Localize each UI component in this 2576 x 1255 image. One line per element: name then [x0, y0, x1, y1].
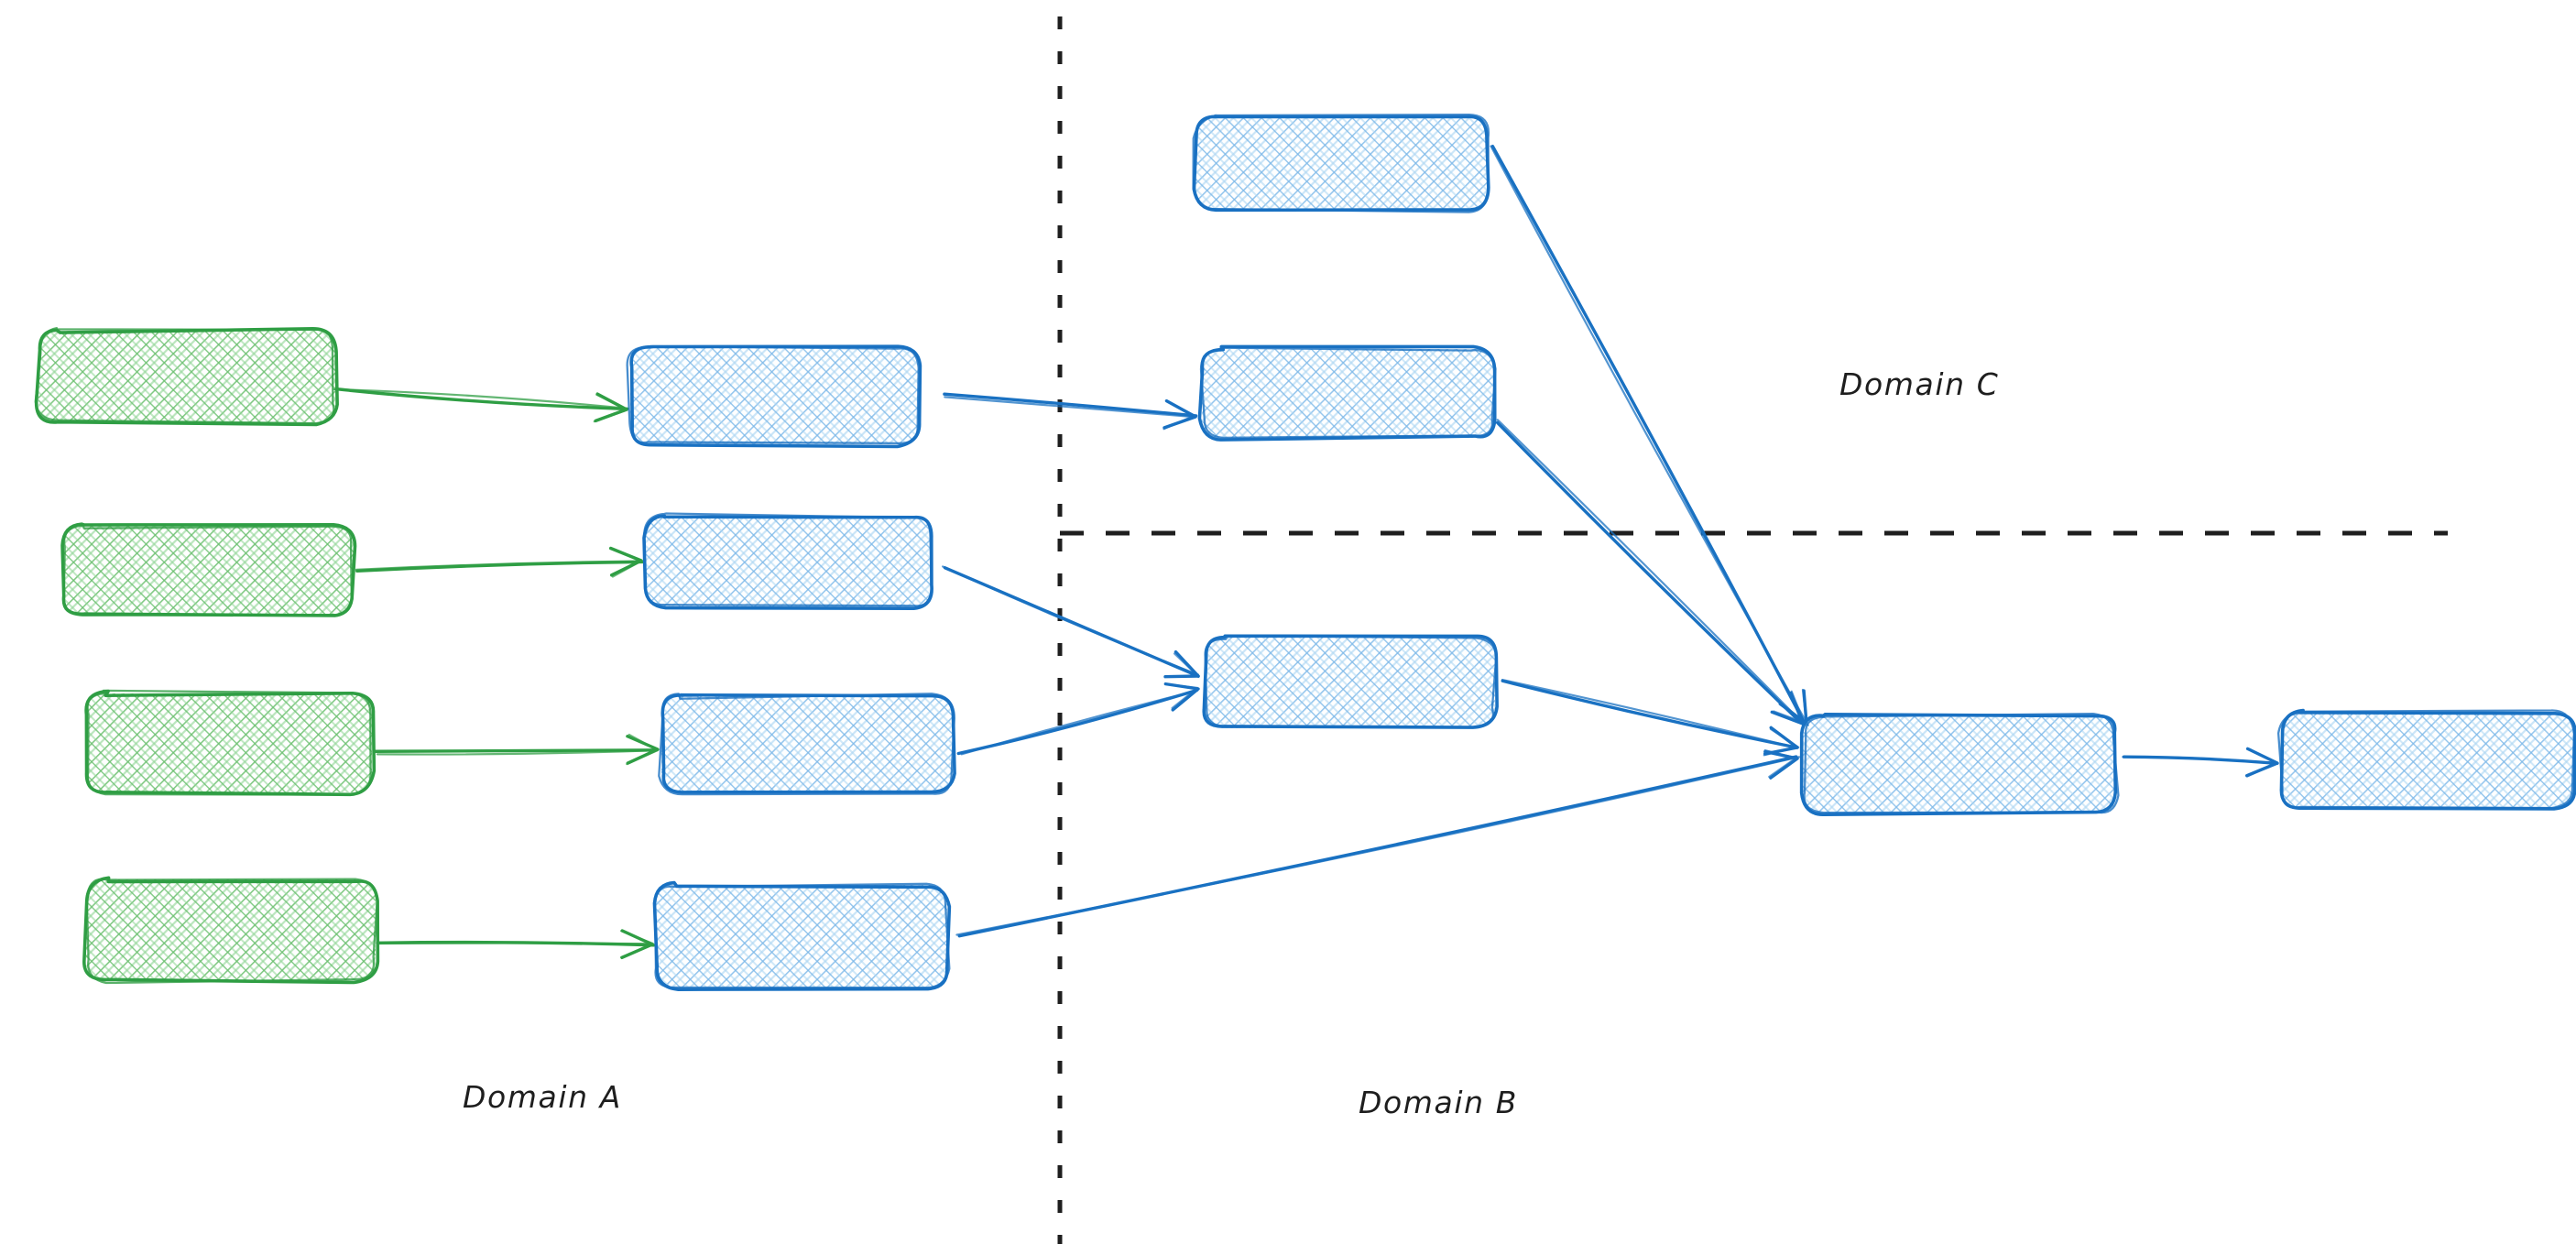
divider-layer [1057, 16, 2448, 1244]
process-node-4[interactable] [652, 880, 952, 991]
process-node-3[interactable] [658, 693, 956, 796]
aggregate-node[interactable] [1799, 713, 2120, 816]
domain-b-label: Domain B [1359, 1085, 1518, 1120]
edge-layer [333, 144, 2279, 960]
domain-a-label: Domain A [463, 1079, 622, 1115]
edge-c1-c2 [2122, 747, 2279, 778]
domain-c-label: Domain C [1839, 366, 2000, 402]
edge-b3-c1 [1501, 679, 1800, 757]
edge-p3-b3 [956, 682, 1200, 756]
source-node-2[interactable] [60, 522, 357, 617]
edge-a1-p1 [333, 387, 629, 423]
domain-b-node-3[interactable] [1202, 634, 1499, 729]
edge-a4-p4 [376, 929, 656, 960]
domain-b-node-2[interactable] [1197, 344, 1497, 442]
domain-b-node-1[interactable] [1192, 113, 1490, 213]
process-node-1[interactable] [626, 344, 922, 449]
edge-a2-p2 [355, 546, 644, 578]
node-layer [34, 113, 2576, 991]
source-node-3[interactable] [84, 689, 377, 797]
source-node-4[interactable] [82, 876, 380, 985]
source-node-1[interactable] [34, 326, 339, 427]
edge-p4-c1 [955, 749, 1801, 938]
edge-p1-b2 [943, 392, 1198, 431]
output-node[interactable] [2276, 708, 2576, 811]
edge-b2-c1 [1495, 419, 1806, 726]
process-node-2[interactable] [642, 512, 933, 611]
edge-p2-b3 [942, 565, 1200, 679]
edge-b1-c1 [1490, 144, 1809, 726]
edge-a3-p3 [373, 733, 660, 766]
